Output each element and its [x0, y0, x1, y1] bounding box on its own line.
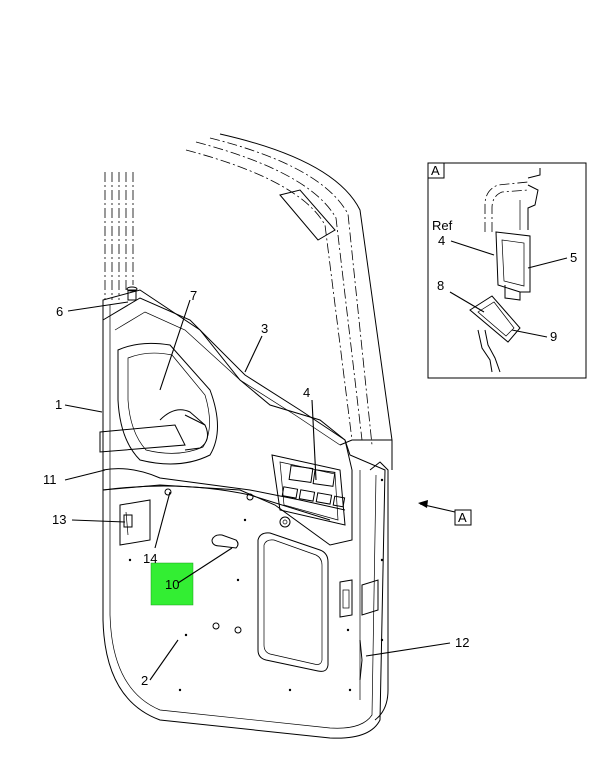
callout-10: 10 [165, 577, 179, 592]
callout-1: 1 [55, 397, 62, 412]
view-arrow-label: A [458, 510, 467, 525]
callout-14: 14 [143, 551, 157, 566]
callout-13: 13 [52, 512, 66, 527]
upper-trim-panel [99, 297, 353, 546]
callout-6: 6 [56, 304, 63, 319]
detail-view-a: A Ref 4 5 8 9 [427, 162, 587, 379]
lower-door-details [119, 286, 384, 692]
door-panel-outline [102, 289, 389, 739]
detail-callout-9: 9 [550, 329, 557, 344]
detail-callout-8: 8 [437, 278, 444, 293]
detail-view-label: A [431, 163, 440, 178]
detail-callout-5: 5 [570, 250, 577, 265]
callout-12: 12 [455, 635, 469, 650]
callout-7: 7 [190, 288, 197, 303]
callout-3: 3 [261, 321, 268, 336]
callout-11: 11 [43, 472, 57, 487]
callout-4: 4 [303, 385, 310, 400]
leader-lines [64, 299, 456, 681]
window-frame-outline [104, 133, 393, 470]
callout-labels: 6 7 3 1 4 11 13 14 10 2 12 A [43, 288, 472, 688]
item-10-highlight[interactable] [150, 562, 194, 606]
detail-callout-4: 4 [438, 233, 445, 248]
callout-2: 2 [141, 673, 148, 688]
detail-ref-text: Ref [432, 218, 453, 233]
switch-bezel [271, 454, 346, 526]
